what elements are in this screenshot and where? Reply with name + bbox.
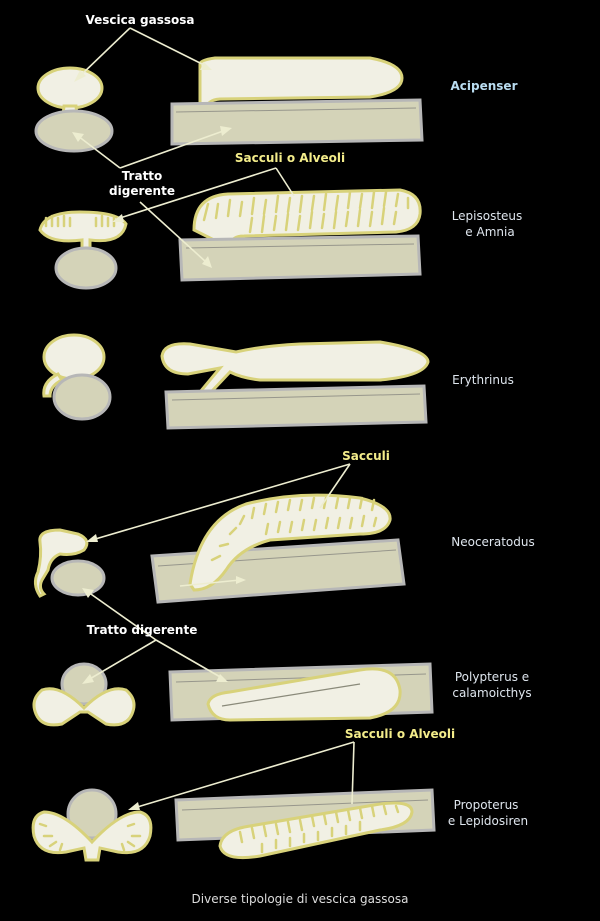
acipenser-gut <box>170 98 424 146</box>
lepisosteus-group <box>38 188 422 290</box>
label-vescica-gassosa: Vescica gassosa <box>86 13 195 27</box>
propoterus-section-alveoli <box>38 822 142 852</box>
species-polypterus-line1: Polypterus e <box>455 670 529 684</box>
label-sacculi-o-alveoli-2: Sacculi o Alveoli <box>345 727 455 741</box>
erythrinus-section-duct <box>42 372 65 398</box>
label-tratto-digerente-2: Tratto digerente <box>87 623 198 637</box>
erythrinus-gut <box>164 384 428 430</box>
neoceratodus-group <box>33 493 406 604</box>
label-sacculi: Sacculi <box>342 449 390 463</box>
acipenser-section-bladder <box>36 66 104 110</box>
figure-caption: Diverse tipologie di vescica gassosa <box>192 892 409 906</box>
polypterus-section-bladder <box>32 687 136 727</box>
propoterus-alveoli <box>238 804 400 854</box>
polypterus-group <box>32 662 434 727</box>
leader-lines <box>72 27 355 810</box>
lepisosteus-alveoli <box>202 190 410 234</box>
acipenser-section-gut <box>34 109 114 153</box>
acipenser-group <box>34 56 424 153</box>
neoceratodus-section-gut <box>50 559 106 597</box>
propoterus-group <box>31 788 436 862</box>
species-neoceratodus: Neoceratodus <box>451 535 535 549</box>
polypterus-bladder <box>206 667 402 722</box>
neoceratodus-sacculi <box>210 496 378 562</box>
erythrinus-group <box>42 333 430 430</box>
species-propoterus-line1: Propoterus <box>454 798 519 812</box>
lepisosteus-section-gut <box>54 246 118 290</box>
polypterus-section-gut <box>60 662 108 706</box>
propoterus-bladder <box>218 801 414 860</box>
species-lepisosteus-line1: Lepisosteus <box>452 209 523 223</box>
species-erythrinus: Erythrinus <box>452 373 514 387</box>
label-tratto-digerente-line1: Tratto <box>122 169 163 183</box>
acipenser-bladder <box>198 56 404 112</box>
species-lepisosteus-line2: e Amnia <box>465 225 514 239</box>
species-polypterus-line2: calamoicthys <box>452 686 531 700</box>
propoterus-section-gut <box>66 788 118 840</box>
label-tratto-digerente-line2: digerente <box>109 184 175 198</box>
neoceratodus-gut <box>150 538 406 604</box>
erythrinus-bladder <box>160 340 430 410</box>
neoceratodus-section-bladder <box>33 528 89 598</box>
species-propoterus-line2: e Lepidosiren <box>448 814 528 828</box>
erythrinus-section-gut <box>52 373 112 421</box>
propoterus-section-bladder <box>31 810 153 862</box>
erythrinus-section-bladder <box>42 333 106 381</box>
lepisosteus-gut <box>178 234 422 282</box>
species-acipenser: Acipenser <box>451 79 518 93</box>
label-sacculi-o-alveoli-1: Sacculi o Alveoli <box>235 151 345 165</box>
lepisosteus-section-bladder <box>38 210 128 254</box>
